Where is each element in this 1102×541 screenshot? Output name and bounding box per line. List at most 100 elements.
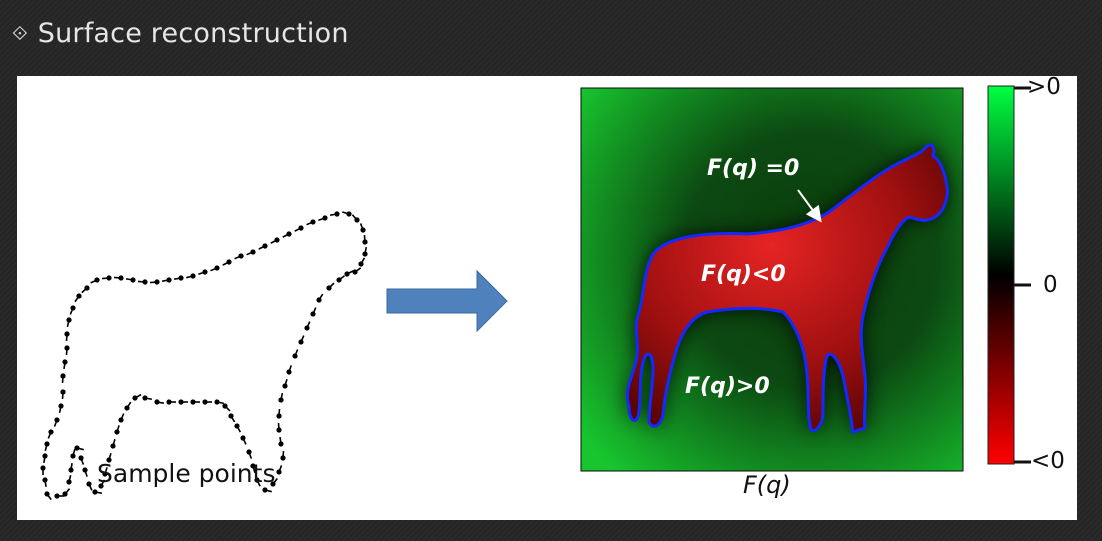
sample-point [302,319,313,333]
sample-point [80,465,91,479]
inside-label: F(q)<0 [701,262,786,287]
diamond-bullet-icon: ⟐ [12,21,28,45]
sample-point [101,274,113,282]
sample-point [256,241,270,253]
sample-point [314,291,326,305]
sample-point [63,330,71,342]
sample-point [280,229,294,241]
sample-point [274,463,285,477]
sample-point [334,272,347,285]
sample-point [41,440,51,453]
surface-label: F(q) =0 [707,156,800,181]
sample-point [290,347,301,361]
sample-point [91,488,104,497]
field-caption: F(q) [743,471,791,499]
sample-point [275,422,283,434]
sample-point [141,394,154,403]
sample-point [340,208,354,219]
sample-point [45,427,56,441]
outside-label: F(q)>0 [685,374,770,399]
sample-point [308,305,319,319]
figure-panel: Sample points F(q) F(q) =0 F(q)<0 F(q)>0… [17,74,1077,520]
sample-point [244,247,258,258]
sample-point [189,398,201,406]
sample-point [328,210,341,219]
sample-point [51,415,62,429]
sample-point [238,433,250,447]
zero-level-contour [625,143,949,435]
sample-point [361,234,369,246]
sample-point [59,372,67,384]
sample-point [137,278,149,286]
sample-point [165,398,177,406]
sample-point [277,391,286,404]
sample-points [39,208,370,502]
sample-point [39,464,47,476]
sample-point [63,344,71,356]
sample-point [208,263,222,274]
sample-point [59,388,67,400]
sample-point [268,235,282,247]
sample-point [172,274,185,283]
sample-point [275,408,283,420]
sample-point [124,275,137,284]
sample-point [201,398,213,406]
sample-point [361,245,370,258]
sample-point [220,257,234,269]
sample-point [149,278,161,286]
sample-point [73,444,86,454]
sample-point [226,411,238,425]
slide-header: ⟐ Surface reconstruction [12,14,349,52]
sample-point [67,303,78,317]
figure-svg [39,85,1031,502]
sample-point [160,276,173,285]
sample-point [324,280,337,293]
sample-point [296,333,307,347]
sample-point [67,461,76,474]
colorbar-top-label: >0 [1027,74,1061,100]
colorbar-middle-label: 0 [1043,272,1058,298]
sample-point [65,473,75,486]
colorbar-bottom-label: <0 [1031,448,1065,474]
sample-point [232,421,244,435]
contour-pointer-arrow [797,189,822,223]
implicit-field-image [580,87,964,472]
sample-point [112,423,123,437]
sample-point [60,358,69,371]
sample-point [184,272,197,282]
sample-point [79,283,92,296]
sample-point [41,476,50,489]
sample-point [232,251,246,262]
sample-point [84,479,96,493]
sample-point [357,221,368,235]
sample-point [56,402,65,415]
sample-points-caption: Sample points [97,459,276,488]
sample-point [244,447,255,461]
sample-point [292,223,306,235]
sample-point [304,217,318,228]
sample-point [113,274,125,282]
transform-arrow [386,269,508,333]
sample-point [279,450,287,462]
sample-point [76,453,87,467]
sample-point [116,411,127,425]
sample-point [284,363,295,377]
sample-point [108,437,119,451]
sample-point [88,275,102,287]
colorbar [987,85,1031,465]
sample-point [40,452,49,465]
sample-point [349,212,362,225]
sample-point [316,213,330,224]
sample-point [122,399,134,413]
sample-point [42,489,55,502]
sample-point [276,435,285,448]
slide-title: Surface reconstruction [37,17,349,49]
sample-point [177,398,189,406]
sample-point [153,398,166,407]
sample-point [72,291,84,305]
sample-point [64,316,73,329]
sample-point [356,255,368,269]
sample-point [280,377,291,391]
sample-point [196,267,210,278]
sample-point [130,391,144,403]
